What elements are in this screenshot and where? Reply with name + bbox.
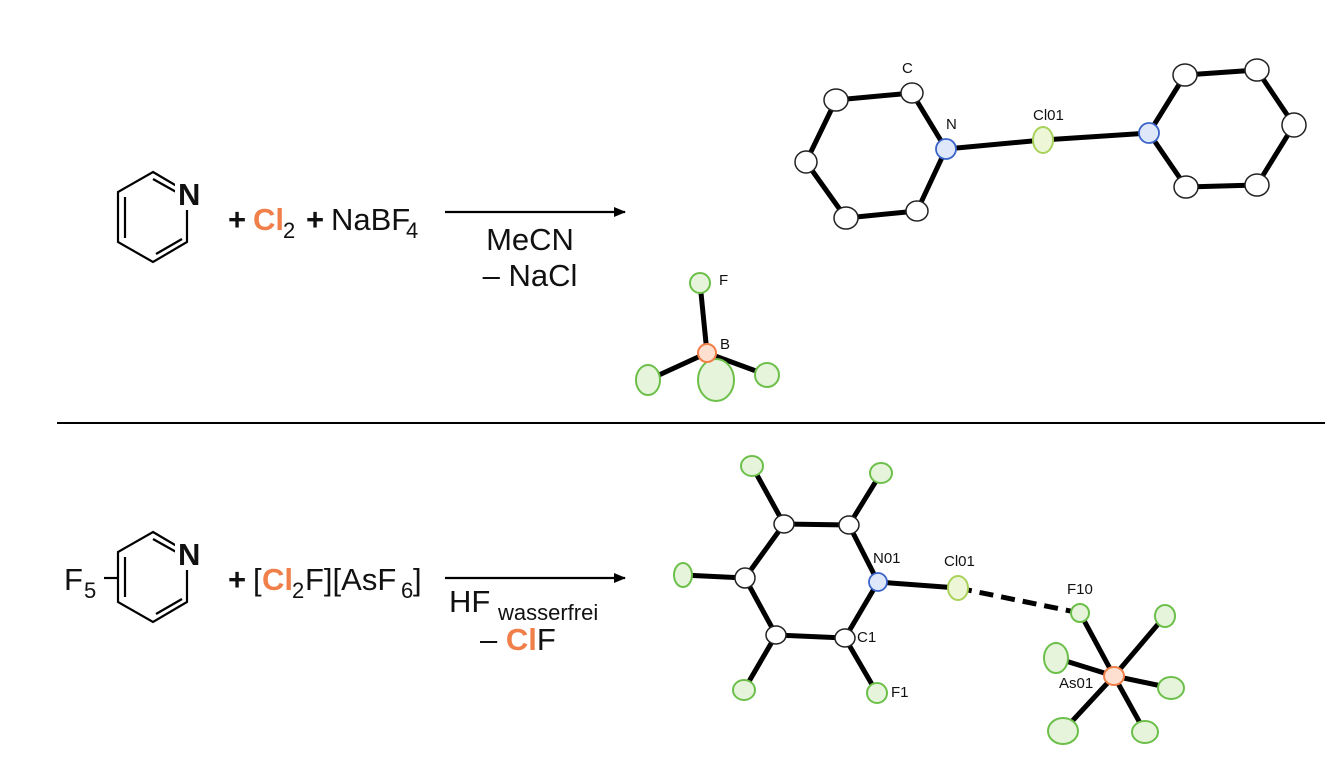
atom-label-as01: As01 bbox=[1059, 675, 1093, 692]
plus-sign-3: + bbox=[228, 562, 246, 597]
byproduct-chlorine: Cl bbox=[506, 622, 537, 657]
pyridine-structure-1: N bbox=[116, 170, 205, 264]
carbon-atom bbox=[1244, 58, 1270, 82]
f5-label: F bbox=[64, 562, 83, 597]
pyridine-nitrogen-label-2: N bbox=[178, 537, 200, 572]
atom-label-n: N bbox=[946, 116, 957, 133]
condition-hf-subscript: wasserfrei bbox=[497, 600, 598, 625]
pentafluoropyridine-structure: N F 5 bbox=[64, 530, 205, 624]
atom-label-c: C bbox=[902, 60, 913, 77]
fluorine-atom bbox=[1157, 676, 1185, 700]
carbon-atom bbox=[1244, 173, 1270, 197]
carbon-atom bbox=[838, 515, 860, 535]
fluorine-atom bbox=[740, 455, 764, 477]
fluorine-atom bbox=[697, 358, 735, 402]
sodium-salt-subscript: 4 bbox=[406, 218, 418, 243]
reagent-middle: F][AsF bbox=[305, 562, 396, 597]
fluorine-atom bbox=[869, 462, 893, 484]
atom-label-b: B bbox=[720, 336, 730, 353]
atom-label-c1: C1 bbox=[857, 629, 876, 646]
atom-label-cl01-2: Cl01 bbox=[944, 553, 975, 570]
carbon-atom bbox=[900, 82, 924, 104]
reagent-subscript: 6 bbox=[401, 578, 413, 603]
condition-byproduct-2: – ClF bbox=[480, 622, 556, 657]
atom-label-f10: F10 bbox=[1067, 581, 1093, 598]
carbon-atom bbox=[1281, 112, 1307, 138]
nitrogen-atom bbox=[1138, 122, 1160, 144]
nitrogen-atom bbox=[935, 138, 957, 160]
carbon-atom bbox=[1172, 63, 1198, 87]
dashed-contact bbox=[957, 585, 1081, 616]
fluorine-atom bbox=[754, 362, 780, 388]
tetrafluoroborate-anion: F B bbox=[635, 272, 780, 402]
f5-subscript: 5 bbox=[84, 578, 96, 603]
condition-solvent: MeCN bbox=[486, 222, 574, 257]
chlorine-reagent-2: Cl bbox=[262, 562, 293, 597]
atom-label-f: F bbox=[719, 272, 728, 289]
plus-sign-2: + bbox=[306, 202, 324, 237]
fluorine-atom bbox=[1047, 717, 1079, 745]
condition-byproduct: – NaCl bbox=[483, 258, 578, 293]
carbon-atom bbox=[905, 200, 929, 222]
arsenic-atom bbox=[1103, 666, 1125, 686]
nitrogen-atom bbox=[868, 572, 888, 592]
cation-structure-1: C N Cl01 bbox=[794, 58, 1307, 230]
carbon-atom bbox=[823, 88, 849, 112]
carbon-atom bbox=[1173, 175, 1199, 199]
byproduct-prefix: – bbox=[480, 622, 506, 657]
fluorine-atom bbox=[1154, 604, 1176, 628]
chlorine-atom bbox=[1032, 126, 1054, 154]
chlorine-subscript: 2 bbox=[283, 218, 295, 243]
boron-atom bbox=[697, 343, 717, 363]
atom-label-f1: F1 bbox=[891, 684, 909, 701]
carbon-atom bbox=[794, 150, 818, 174]
fluorine-atom bbox=[1043, 642, 1069, 674]
bracket-close: ] bbox=[413, 562, 422, 597]
atom-label-cl01: Cl01 bbox=[1033, 107, 1064, 124]
chlorine-atom bbox=[947, 575, 969, 601]
sodium-salt: NaBF bbox=[331, 202, 410, 237]
fluorine-atom bbox=[689, 272, 711, 294]
condition-hf: HF bbox=[449, 584, 490, 619]
fluorine-atom bbox=[866, 682, 888, 704]
byproduct-suffix: F bbox=[537, 622, 556, 657]
fluorine-atom bbox=[1070, 603, 1090, 623]
carbon-atom bbox=[833, 206, 859, 230]
bracket-open: [ bbox=[253, 562, 262, 597]
carbon-atom bbox=[734, 567, 756, 589]
carbon-atom bbox=[834, 628, 856, 648]
carbon-atom bbox=[765, 625, 787, 645]
carbon-atom bbox=[773, 514, 795, 534]
fluorine-atom bbox=[732, 679, 756, 701]
chlorine-reagent: Cl bbox=[253, 202, 284, 237]
plus-sign-1: + bbox=[228, 202, 246, 237]
chlorine-subscript-2: 2 bbox=[292, 578, 304, 603]
cation-structure-2: N01 Cl01 C1 F1 F10 As01 bbox=[673, 455, 1185, 745]
pyridine-nitrogen-label: N bbox=[178, 177, 200, 212]
fluorine-atom bbox=[673, 562, 693, 588]
fluorine-atom bbox=[635, 364, 661, 396]
fluorine-atom bbox=[1131, 720, 1159, 744]
atom-label-n01: N01 bbox=[873, 550, 901, 567]
